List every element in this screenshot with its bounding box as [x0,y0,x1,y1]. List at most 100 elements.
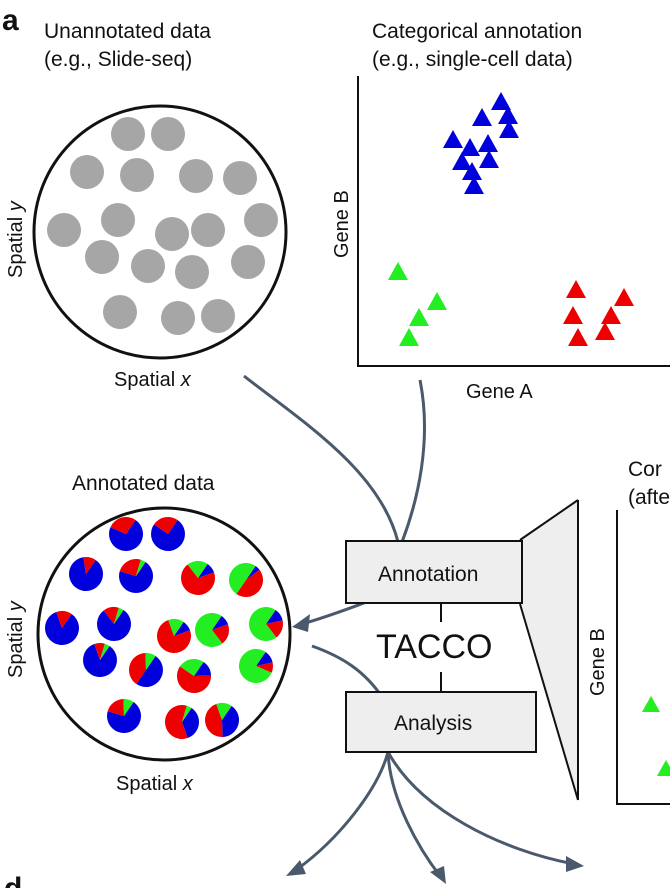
cropped-subtitle: (afte [628,486,670,509]
pie-slice [114,607,124,624]
pie-spot [249,607,283,641]
pie-slice [100,643,110,660]
grey-spot [223,161,257,195]
pie-slice [165,705,188,739]
arrowheads [286,614,584,884]
scatter-point-triangle [491,92,511,110]
arrow-analysis-out-3 [386,751,575,866]
scatter-point-triangle [601,306,621,324]
pie-spot [108,517,143,552]
pie-slice [107,701,141,733]
grey-spot [161,301,195,335]
scatter-point-triangle [614,288,634,306]
annotated-axis-x: Spatial x [116,773,194,795]
pie-slice [94,643,105,660]
categorical-subtitle: (e.g., single-cell data) [372,48,573,71]
scatter-point-triangle [443,130,463,148]
pie-slice [69,557,104,592]
categorical-ylabel: Gene B [331,190,353,258]
pie-spot [118,558,153,594]
arrows [243,374,575,877]
pie-slice [44,611,79,645]
scatter-point-triangle [595,322,615,340]
pie-slice [212,615,229,630]
scatter-point-triangle [563,306,583,324]
grey-spot [131,249,165,283]
zoom-callout-top-edge [519,499,579,541]
grey-spot [120,158,154,192]
pie-slice [145,653,156,670]
grey-spot [151,117,185,151]
pie-spot [239,649,273,684]
scatter-point-triangle [388,262,408,280]
pie-slice [198,563,215,578]
pie-slice [180,564,215,595]
pie-spot [229,563,263,597]
pie-spot [44,611,79,645]
pie-spot [156,619,191,653]
scatter-point-triangle [452,152,472,170]
arrow-analysis-out-1 [295,751,390,872]
grey-spot [111,117,145,151]
grey-spot [70,155,104,189]
zoom-callout-bottom-edge [519,603,579,801]
unannotated-axis-y: Spatial y [5,200,27,278]
pie-spot [107,699,141,733]
pie-slice [222,705,239,737]
arrowhead-annotated [292,614,310,632]
pie-slice [239,649,272,684]
unannotated-axis-x: Spatial x [114,369,192,391]
pie-slice [156,619,191,653]
pie-slice [119,558,141,576]
cropped-green-point [657,760,670,776]
unannotated-subtitle: (e.g., Slide-seq) [44,48,192,71]
pie-slice [136,655,163,687]
pie-slice [97,609,132,642]
pie-slice [266,609,283,624]
cropped-green-point [642,696,660,712]
pie-slice [194,613,223,647]
grey-spot [155,217,189,251]
unannotated-title: Unannotated data [44,20,211,43]
annotated-axis-y: Spatial y [5,600,27,678]
pie-spot [194,613,229,647]
pie-slice [216,702,232,720]
grey-spot [231,245,265,279]
annotated-title: Annotated data [72,472,215,495]
scatter-point-triangle [460,138,480,156]
pie-slice [256,651,273,666]
arrow-reference-to-annotation [400,379,426,543]
grey-spot [175,255,209,289]
pie-slice [246,565,260,580]
scatter-point-triangle [498,106,518,124]
scatter-point-triangle [566,280,586,298]
analysis-box [345,691,537,753]
arrow-spatial-to-annotation [243,374,400,543]
pie-slice [108,519,143,552]
pie-spot [82,643,117,677]
grey-spot [244,203,278,237]
grey-spot [201,299,235,333]
scatter-point-triangle [479,150,499,168]
tacco-label: TACCO [376,628,492,666]
pie-slice [229,563,256,595]
pie-slice [118,561,153,594]
scatter-point-triangle [464,176,484,194]
annotation-box [345,540,523,604]
scatter-point-triangle [409,308,429,326]
pie-slice [103,607,119,624]
pie-slice [236,569,263,597]
scatter-point-triangle [427,292,447,310]
annotated-tissue-outline [36,506,292,762]
grey-spot [47,213,81,247]
arrowhead-out-3 [566,856,584,872]
pie-slice [83,557,96,574]
pie-slice [179,659,204,676]
scatter-point-triangle [568,328,588,346]
pie-slice [266,620,283,638]
grey-spot [191,213,225,247]
pie-slice [110,517,136,534]
categorical-title: Categorical annotation [372,20,582,43]
pie-slice [249,607,277,641]
